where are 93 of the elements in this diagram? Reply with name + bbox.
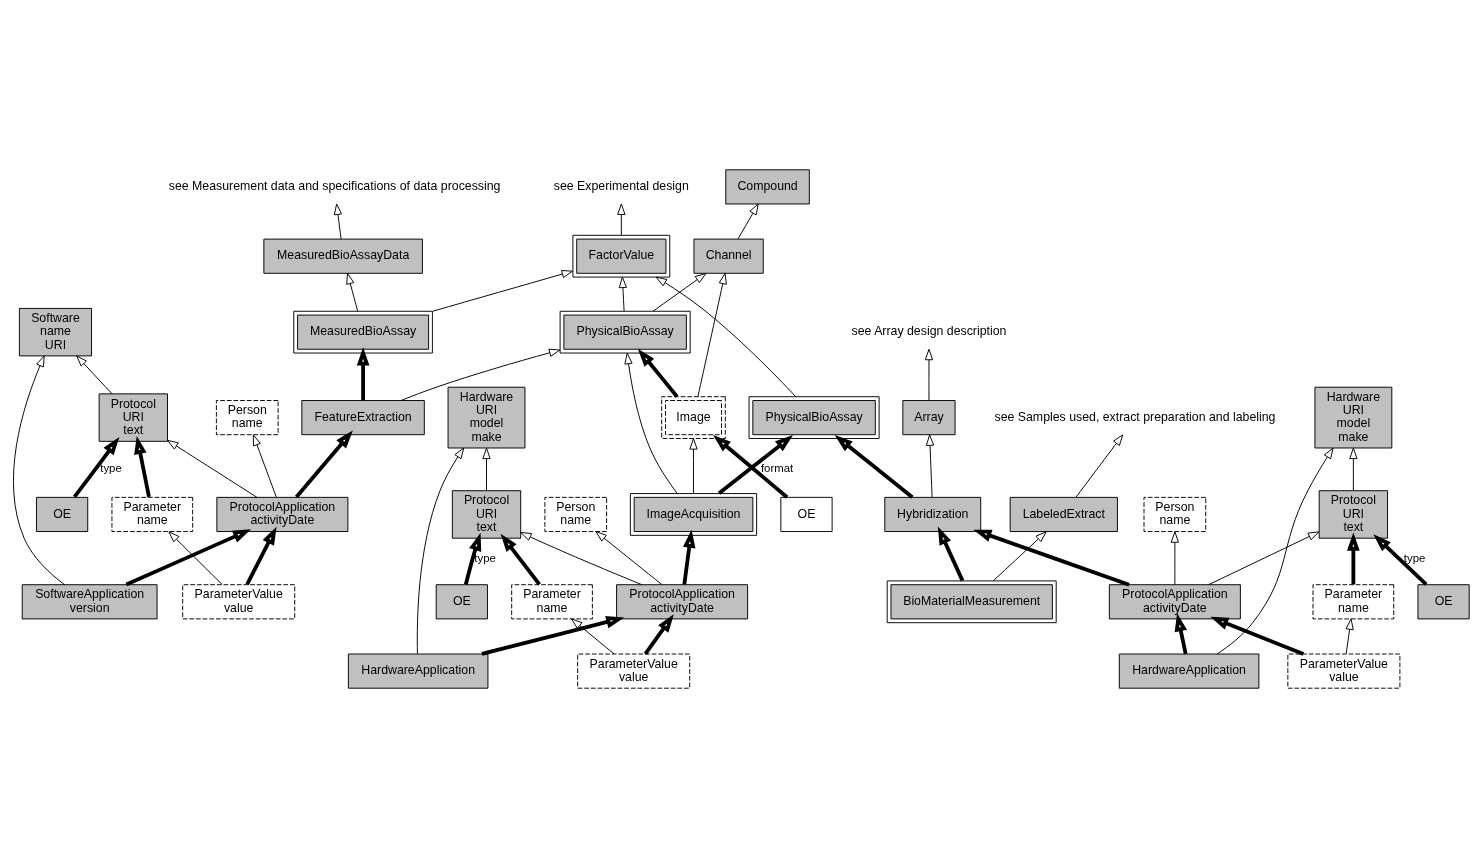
arrow (973, 529, 1130, 587)
arrow (571, 618, 615, 655)
node-box: Protocol URI text (1318, 490, 1389, 539)
arrow (643, 614, 674, 655)
edge-label: format (760, 462, 794, 475)
node-box: PhysicalBioAssay (559, 310, 691, 354)
arrow (400, 348, 561, 401)
arrow (167, 439, 258, 498)
arrow (697, 272, 727, 397)
node-box: ProtocolApplication activityDate (216, 496, 349, 532)
arrow (737, 203, 759, 240)
arrow (295, 430, 353, 499)
arrow (1210, 616, 1305, 656)
node-text: see Measurement data and specifications of data processing (168, 179, 501, 194)
node-box: Array (902, 400, 956, 436)
edge-label: type (100, 462, 122, 475)
node-box: FeatureExtraction (301, 400, 425, 436)
arrow (655, 276, 797, 398)
node-box: Protocol URI text (98, 393, 168, 442)
arrow (924, 348, 934, 401)
arrow (1347, 532, 1360, 585)
arrow (481, 615, 625, 656)
arrow (1349, 447, 1358, 491)
node-box: MeasuredBioAssayData (263, 238, 423, 274)
node-box: Hardware URI model make (1314, 386, 1393, 449)
node-box: Hardware URI model make (447, 386, 526, 449)
arrow (520, 531, 643, 586)
arrow (1345, 618, 1354, 655)
node-box: ParameterValue value (577, 653, 691, 689)
arrow (356, 347, 370, 401)
node-box: HardwareApplication (1118, 653, 1260, 689)
arrow (73, 437, 120, 499)
arrow (1373, 534, 1428, 586)
arrow (937, 526, 965, 582)
arrow (346, 272, 359, 312)
node-box: OE (36, 496, 89, 532)
arrow (1216, 447, 1334, 655)
arrow (416, 447, 465, 655)
node-box: ParameterValue value (182, 584, 296, 620)
node-box: Person name (215, 400, 279, 436)
node-box: OE (1417, 584, 1470, 620)
node-box: HardwareApplication (347, 653, 489, 689)
node-box: ProtocolApplication activityDate (1108, 584, 1241, 620)
arrow (13, 355, 65, 586)
arrow (1170, 531, 1179, 585)
node-text: see Array design description (851, 324, 1007, 339)
node-text: see Experimental design (553, 179, 689, 194)
arrow (595, 531, 663, 586)
arrow (168, 531, 223, 585)
arrow (689, 438, 698, 494)
node-box: Parameter name (111, 496, 194, 532)
arrow (652, 273, 707, 312)
arrow (993, 531, 1047, 582)
arrow (1208, 531, 1320, 586)
arrow (682, 529, 696, 585)
arrow (617, 203, 626, 236)
arrow (637, 348, 679, 398)
node-text: see Samples used, extract preparation and labeling (994, 409, 1276, 424)
arrow (463, 532, 482, 585)
arrow (618, 276, 627, 312)
arrow (624, 352, 678, 494)
node-box: Software name URI (18, 307, 92, 357)
edge-label: type (1403, 552, 1426, 565)
arrow (432, 270, 573, 312)
arrow (1075, 434, 1124, 498)
arrow (125, 529, 252, 587)
node-box: FactorValue (572, 234, 671, 278)
node-box: OE (780, 496, 833, 532)
node-box: ParameterValue value (1287, 653, 1401, 689)
arrow (134, 436, 151, 498)
node-box: Parameter name (1312, 584, 1395, 620)
edge-label: type (474, 552, 496, 565)
node-box: SoftwareApplication version (21, 584, 158, 620)
arrow (76, 355, 113, 395)
node-box: Person name (1143, 496, 1207, 532)
arrow (500, 533, 541, 586)
node-box: Parameter name (511, 584, 593, 620)
arrow (245, 526, 277, 586)
arrow (925, 434, 935, 498)
node-box: Person name (544, 496, 608, 532)
node-box: ProtocolApplication activityDate (616, 584, 749, 620)
arrow (482, 447, 491, 491)
node-box: Compound (725, 169, 810, 205)
arrow (1174, 613, 1188, 655)
arrow (834, 435, 914, 499)
node-box: OE (435, 584, 488, 620)
node-box: Channel (693, 238, 764, 274)
node-box: Protocol URI text (451, 490, 522, 539)
node-box: Hybridization (884, 496, 982, 532)
node-box: BioMaterialMeasurement (886, 580, 1057, 624)
arrow (252, 434, 277, 498)
arrow (333, 203, 343, 240)
node-box: LabeledExtract (1009, 496, 1118, 532)
